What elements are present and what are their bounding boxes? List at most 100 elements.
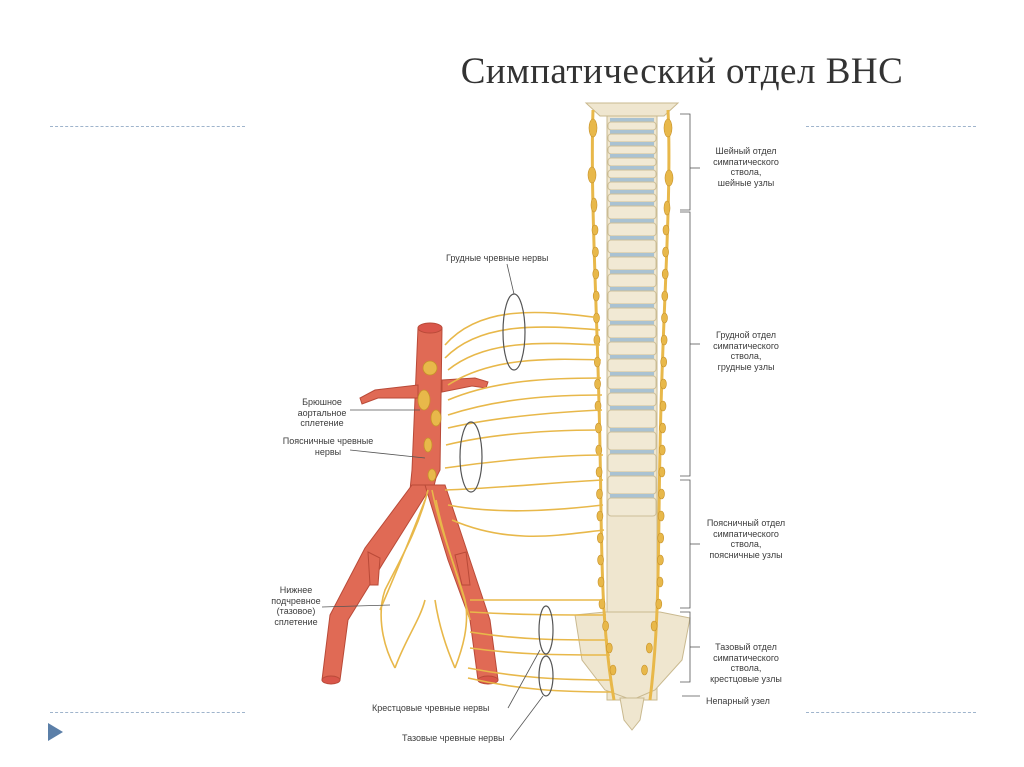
divider-top-right [806,126,976,127]
sympathetic-trunks [590,109,671,701]
label-abdominal-aortic-plexus: Брюшное аортальное сплетение [297,397,347,428]
intervertebral-disc [610,118,654,122]
intervertebral-disc [610,338,654,342]
sympathetic-ganglion [659,400,667,412]
vertebra [607,375,657,390]
intervertebral-disc [610,428,654,432]
sympathetic-ganglion [664,169,674,187]
vertebra [607,475,657,495]
vertebra [607,121,657,131]
label-cervical-section: Шейный отдел симпатического ствола, шейн… [713,146,779,188]
sympathetic-ganglion [657,554,664,566]
vertebra [607,145,657,155]
sympathetic-ganglion [662,224,670,236]
intervertebral-disc [610,321,654,325]
intervertebral-disc [610,472,654,476]
sympathetic-ganglion [656,576,664,588]
sympathetic-ganglion [597,554,604,566]
vertebra [607,181,657,191]
intervertebral-disc [610,253,654,257]
intervertebral-disc [610,142,654,146]
intervertebral-disc [610,450,654,454]
sympathetic-ganglion [658,444,666,456]
vertebra [607,307,657,322]
inferior-hypogastric-plexus [379,489,471,669]
sympathetic-ganglion [588,118,598,138]
sympathetic-ganglion [598,598,606,610]
intervertebral-disc [610,130,654,134]
label-leader-lines [321,113,700,741]
sympathetic-ganglion [655,598,663,610]
aorta [321,322,499,685]
sympathetic-ganglion [661,268,669,280]
vertebra [607,157,657,167]
vertebra [607,133,657,143]
sympathetic-ganglion [596,488,603,500]
vertebra [607,205,657,220]
sympathetic-ganglion [661,290,669,302]
label-lumbar-splanchnic: Поясничные чревные нервы [282,436,374,457]
abdominal-aortic-plexus [417,360,442,482]
sympathetic-ganglion [594,378,601,390]
sympathetic-ganglion [660,378,667,390]
intervertebral-disc [610,166,654,170]
intervertebral-disc [610,190,654,194]
intervertebral-disc [610,236,654,240]
intervertebral-disc [610,287,654,291]
vertebra [607,431,657,451]
label-thoracic-splanchnic: Грудные чревные нервы [446,253,549,263]
vertebra [607,341,657,356]
sympathetic-ganglion [659,422,666,434]
divider-top-left [50,126,245,127]
sympathetic-ganglion [602,620,609,632]
intervertebral-disc [610,202,654,206]
intervertebral-disc [610,406,654,410]
sympathetic-ganglion [592,290,600,302]
sympathetic-ganglion [597,576,605,588]
sympathetic-ganglion [658,466,666,478]
sympathetic-ganglion [590,197,598,213]
label-ganglion-impar: Непарный узел [706,696,770,706]
label-thoracic-section: Грудной отдел симпатического ствола, гру… [713,330,779,372]
intervertebral-disc [610,219,654,223]
sympathetic-ganglion [596,510,604,522]
sympathetic-ganglion [605,642,613,654]
vertebra [607,193,657,203]
vertebra [607,324,657,339]
intervertebral-disc [610,154,654,158]
sympathetic-ganglion [593,334,601,346]
label-inferior-hypogastric-plexus: Нижнее подчревное (тазовое) сплетение [271,585,321,627]
sympathetic-ganglion [663,118,673,138]
sympathetic-ganglion [587,166,597,184]
vertebra [607,358,657,373]
intervertebral-disc [610,304,654,308]
sympathetic-ganglion [595,466,603,478]
sympathetic-ganglion [593,356,601,368]
divider-bottom-left [50,712,245,713]
sympathetic-ganglion [663,200,671,216]
sympathetic-ganglion [658,488,665,500]
vertebra [607,273,657,288]
slide-nav-arrow-icon[interactable] [48,723,63,741]
sympathetic-ganglion [595,422,602,434]
intervertebral-disc [610,355,654,359]
sympathetic-ganglion [660,334,668,346]
intervertebral-disc [610,372,654,376]
vertebra [607,222,657,237]
sympathetic-ganglion [592,246,599,258]
nerve-group-outlines [459,293,554,697]
intervertebral-disc [610,389,654,393]
vertebra [607,239,657,254]
intervertebral-disc [610,270,654,274]
vertebra [607,497,657,517]
sympathetic-ganglion [657,510,665,522]
sympathetic-ganglion [661,312,668,324]
vertebral-column [574,102,691,731]
sympathetic-ganglion [645,642,653,654]
label-lumbar-section: Поясничный отдел симпатического ствола, … [706,518,786,560]
sympathetic-ganglion [592,268,600,280]
sympathetic-ganglion [595,444,603,456]
sympathetic-ganglion [662,246,669,258]
sympathetic-ganglion [660,356,668,368]
